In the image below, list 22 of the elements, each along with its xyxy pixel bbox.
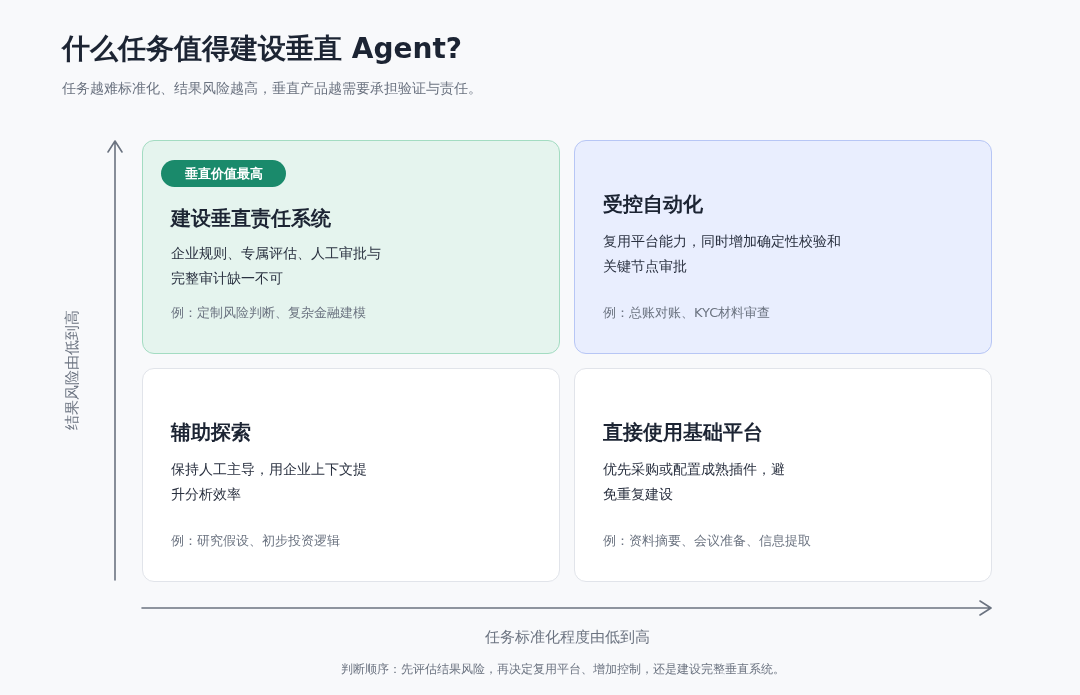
quadrant-box (142, 140, 560, 354)
box-heading: 受控自动化 (603, 191, 703, 218)
box-description: 优先采购或配置成熟插件，避免重复建设 (603, 460, 786, 504)
axis-label: 任务标准化程度由低到高 (484, 627, 650, 647)
example-text: 例：研究假设、初步投资逻辑 (171, 532, 340, 550)
quadrant-box (574, 140, 992, 354)
example-text: 例：定制风险判断、复杂金融建模 (171, 304, 366, 322)
box-heading: 直接使用基础平台 (603, 419, 763, 446)
box-description: 企业规则、专属评估、人工审批与完整审计缺一不可 (171, 244, 381, 288)
footnote: 判断顺序：先评估结果风险，再决定复用平台、增加控制，还是建设完整垂直系统。 (341, 660, 785, 678)
value-badge: 垂直价值最高 (161, 160, 286, 187)
box-heading: 辅助探索 (171, 419, 251, 446)
axis-label: 结果风险由低到高 (62, 310, 82, 430)
box-description: 复用平台能力，同时增加确定性校验和关键节点审批 (603, 232, 842, 276)
subtitle: 任务越难标准化、结果风险越高，垂直产品越需要承担验证与责任。 (62, 80, 482, 98)
example-text: 例：资料摘要、会议准备、信息提取 (603, 532, 811, 550)
box-heading: 建设垂直责任系统 (171, 205, 331, 232)
title: 什么任务值得建设垂直 Agent? (62, 31, 462, 67)
box-description: 保持人工主导，用企业上下文提升分析效率 (171, 460, 368, 504)
quadrant-box (574, 368, 992, 582)
quadrant-box (142, 368, 560, 582)
example-text: 例：总账对账、KYC材料审查 (603, 304, 771, 322)
